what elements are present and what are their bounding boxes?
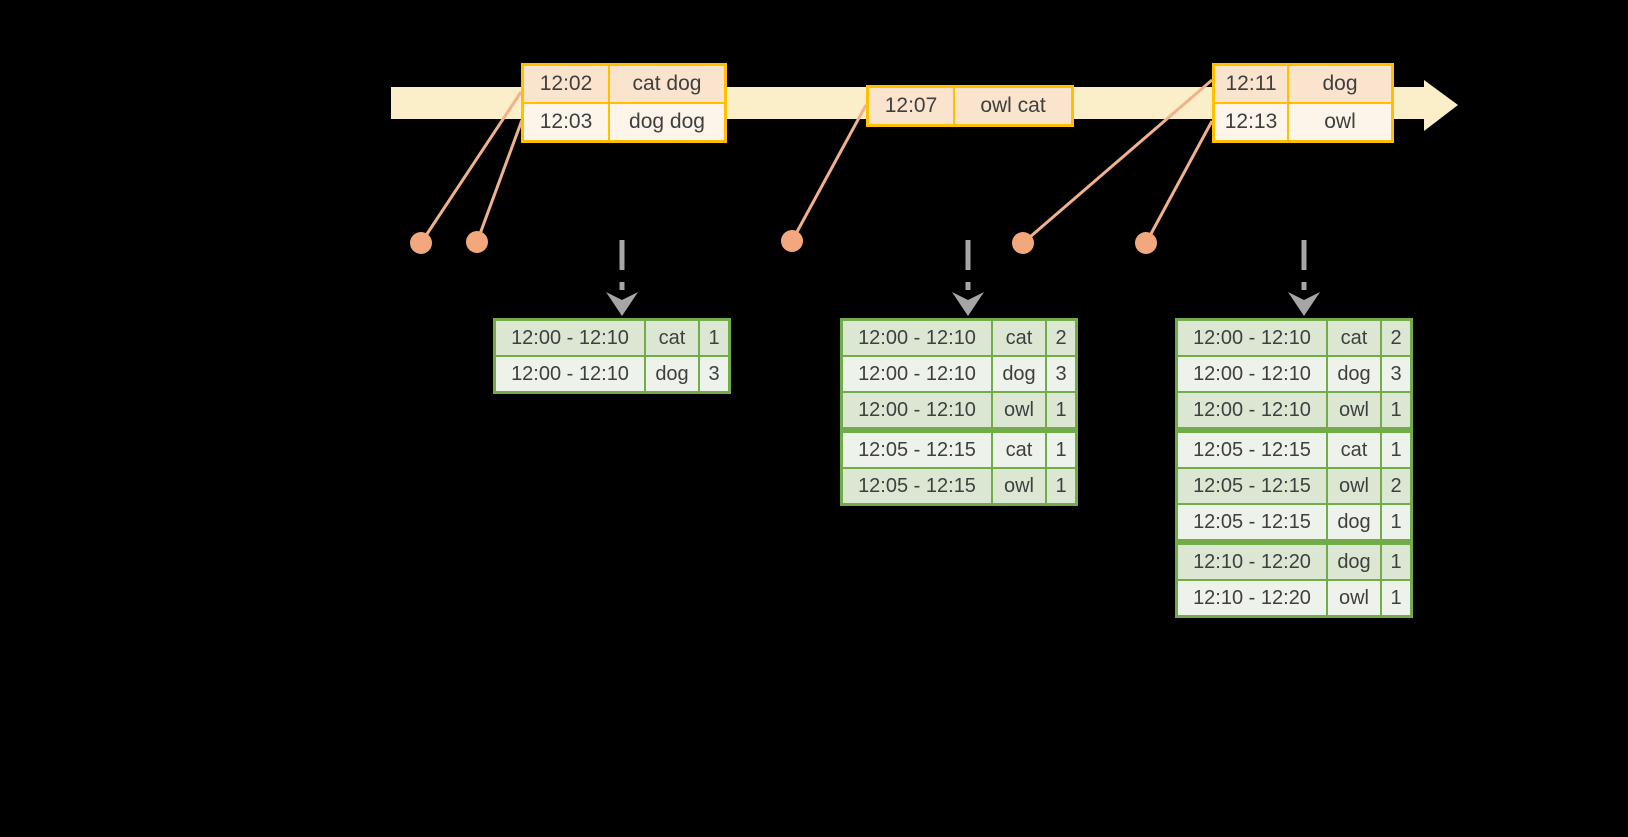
word-cell: owl: [1328, 469, 1380, 503]
event-row: 12:02 cat dog: [524, 66, 724, 102]
count-cell: 2: [1047, 321, 1075, 355]
event-time: 12:02: [524, 66, 608, 102]
window-cell: 12:00 - 12:10: [1178, 321, 1326, 355]
window-cell: 12:00 - 12:10: [496, 357, 644, 391]
window-cell: 12:10 - 12:20: [1178, 545, 1326, 579]
result-row: 12:00 - 12:10 cat 2: [1178, 321, 1410, 355]
count-cell: 3: [1382, 357, 1410, 391]
event-words: cat dog: [610, 66, 724, 102]
event-table-1: 12:02 cat dog 12:03 dog dog: [521, 63, 727, 143]
word-cell: dog: [1328, 357, 1380, 391]
word-cell: owl: [1328, 581, 1380, 615]
connector-line: [790, 104, 868, 242]
count-cell: 1: [1382, 433, 1410, 467]
count-cell: 1: [1382, 505, 1410, 539]
window-cell: 12:05 - 12:15: [843, 469, 991, 503]
event-dot: [1012, 232, 1034, 254]
event-words: dog: [1289, 66, 1391, 102]
event-dot: [781, 230, 803, 252]
count-cell: 1: [1047, 393, 1075, 427]
window-cell: 12:05 - 12:15: [1178, 469, 1326, 503]
window-cell: 12:00 - 12:10: [843, 393, 991, 427]
result-table-2: 12:00 - 12:10 cat 2 12:00 - 12:10 dog 3 …: [840, 318, 1078, 506]
window-cell: 12:00 - 12:10: [1178, 393, 1326, 427]
count-cell: 1: [1047, 469, 1075, 503]
connector-line: [475, 119, 524, 243]
count-cell: 3: [700, 357, 728, 391]
window-cell: 12:05 - 12:15: [1178, 433, 1326, 467]
word-cell: dog: [1328, 545, 1380, 579]
event-time: 12:03: [524, 104, 608, 140]
connector-line: [1144, 120, 1214, 244]
event-table-2: 12:07 owl cat: [866, 85, 1074, 127]
event-row: 12:03 dog dog: [524, 104, 724, 140]
result-row: 12:00 - 12:10 cat 1: [496, 321, 728, 355]
word-cell: dog: [646, 357, 698, 391]
event-row: 12:07 owl cat: [869, 88, 1071, 124]
result-row: 12:05 - 12:15 cat 1: [1178, 433, 1410, 467]
word-cell: cat: [993, 433, 1045, 467]
event-words: dog dog: [610, 104, 724, 140]
word-cell: owl: [1328, 393, 1380, 427]
result-row: 12:00 - 12:10 dog 3: [496, 357, 728, 391]
word-cell: owl: [993, 469, 1045, 503]
result-row: 12:05 - 12:15 cat 1: [843, 433, 1075, 467]
event-words: owl: [1289, 104, 1391, 140]
timeline-arrowhead-icon: [1424, 80, 1458, 131]
count-cell: 1: [1382, 545, 1410, 579]
window-cell: 12:00 - 12:10: [496, 321, 644, 355]
result-row: 12:05 - 12:15 dog 1: [1178, 505, 1410, 539]
result-row: 12:00 - 12:10 dog 3: [1178, 357, 1410, 391]
result-table-3: 12:00 - 12:10 cat 2 12:00 - 12:10 dog 3 …: [1175, 318, 1413, 618]
count-cell: 2: [1382, 469, 1410, 503]
event-dot: [1135, 232, 1157, 254]
count-cell: 1: [1047, 433, 1075, 467]
connector-line: [419, 91, 523, 244]
event-time: 12:07: [869, 88, 953, 124]
window-cell: 12:00 - 12:10: [843, 357, 991, 391]
word-cell: cat: [1328, 321, 1380, 355]
word-cell: cat: [646, 321, 698, 355]
word-cell: cat: [1328, 433, 1380, 467]
result-row: 12:00 - 12:10 owl 1: [1178, 393, 1410, 427]
down-arrow-icon: [952, 292, 984, 316]
result-row: 12:05 - 12:15 owl 1: [843, 469, 1075, 503]
result-row: 12:10 - 12:20 dog 1: [1178, 545, 1410, 579]
word-cell: cat: [993, 321, 1045, 355]
result-row: 12:00 - 12:10 dog 3: [843, 357, 1075, 391]
event-table-3: 12:11 dog 12:13 owl: [1212, 63, 1394, 143]
result-row: 12:05 - 12:15 owl 2: [1178, 469, 1410, 503]
event-row: 12:11 dog: [1215, 66, 1391, 102]
event-dot: [410, 232, 432, 254]
window-cell: 12:05 - 12:15: [843, 433, 991, 467]
word-cell: dog: [1328, 505, 1380, 539]
window-cell: 12:00 - 12:10: [843, 321, 991, 355]
word-cell: owl: [993, 393, 1045, 427]
event-row: 12:13 owl: [1215, 104, 1391, 140]
count-cell: 1: [1382, 581, 1410, 615]
window-cell: 12:00 - 12:10: [1178, 357, 1326, 391]
result-row: 12:10 - 12:20 owl 1: [1178, 581, 1410, 615]
result-table-1: 12:00 - 12:10 cat 1 12:00 - 12:10 dog 3: [493, 318, 731, 394]
event-dot: [466, 231, 488, 253]
down-arrow-icon: [606, 292, 638, 316]
count-cell: 1: [1382, 393, 1410, 427]
count-cell: 2: [1382, 321, 1410, 355]
window-cell: 12:05 - 12:15: [1178, 505, 1326, 539]
window-cell: 12:10 - 12:20: [1178, 581, 1326, 615]
event-time: 12:13: [1215, 104, 1287, 140]
result-row: 12:00 - 12:10 owl 1: [843, 393, 1075, 427]
result-row: 12:00 - 12:10 cat 2: [843, 321, 1075, 355]
word-cell: dog: [993, 357, 1045, 391]
count-cell: 1: [700, 321, 728, 355]
connector-line: [1022, 78, 1213, 245]
event-time: 12:11: [1215, 66, 1287, 102]
down-arrow-icon: [1288, 292, 1320, 316]
count-cell: 3: [1047, 357, 1075, 391]
event-words: owl cat: [955, 88, 1071, 124]
